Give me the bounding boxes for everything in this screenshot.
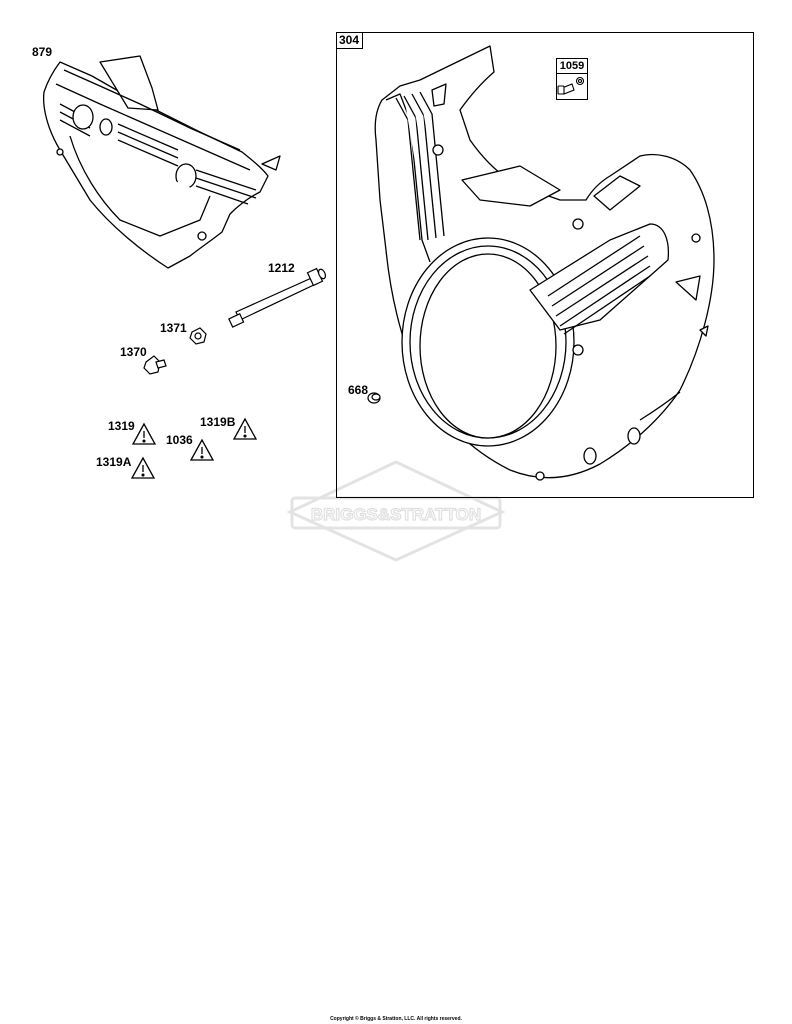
part-879-shroud-cover[interactable] [42, 55, 281, 269]
callout-1319b[interactable]: 1319B [200, 415, 236, 429]
part-304-blower-housing[interactable] [374, 45, 715, 481]
callout-304[interactable]: 304 [336, 32, 364, 49]
copyright-notice: Copyright © Briggs & Stratton, LLC. All … [330, 1016, 462, 1022]
part-668-plug[interactable] [367, 392, 381, 404]
part-1059-screw-kit[interactable] [557, 76, 585, 95]
part-1212-rod[interactable] [228, 267, 327, 328]
warning-triangle-icon[interactable] [189, 438, 215, 461]
kit-box-1059: 1059 [556, 58, 588, 100]
callout-668[interactable]: 668 [348, 383, 369, 397]
warning-triangle-icon[interactable] [131, 422, 157, 445]
part-1371-nut[interactable] [189, 327, 207, 345]
callout-1319[interactable]: 1319 [108, 419, 135, 433]
callout-1371[interactable]: 1371 [160, 321, 187, 335]
warning-triangle-icon[interactable] [232, 417, 258, 440]
callout-1370[interactable]: 1370 [120, 345, 147, 359]
watermark-text: BRIGGS&STRATTON [311, 505, 481, 524]
callout-1212[interactable]: 1212 [268, 261, 295, 275]
part-1370-bolt[interactable] [143, 355, 167, 375]
callout-879[interactable]: 879 [32, 45, 53, 59]
warning-triangle-icon[interactable] [130, 456, 156, 479]
callout-1036[interactable]: 1036 [166, 433, 193, 447]
callout-1059[interactable]: 1059 [557, 59, 587, 74]
callout-1319a[interactable]: 1319A [96, 455, 132, 469]
brand-watermark [286, 460, 506, 562]
assembly-frame-304 [336, 32, 754, 498]
